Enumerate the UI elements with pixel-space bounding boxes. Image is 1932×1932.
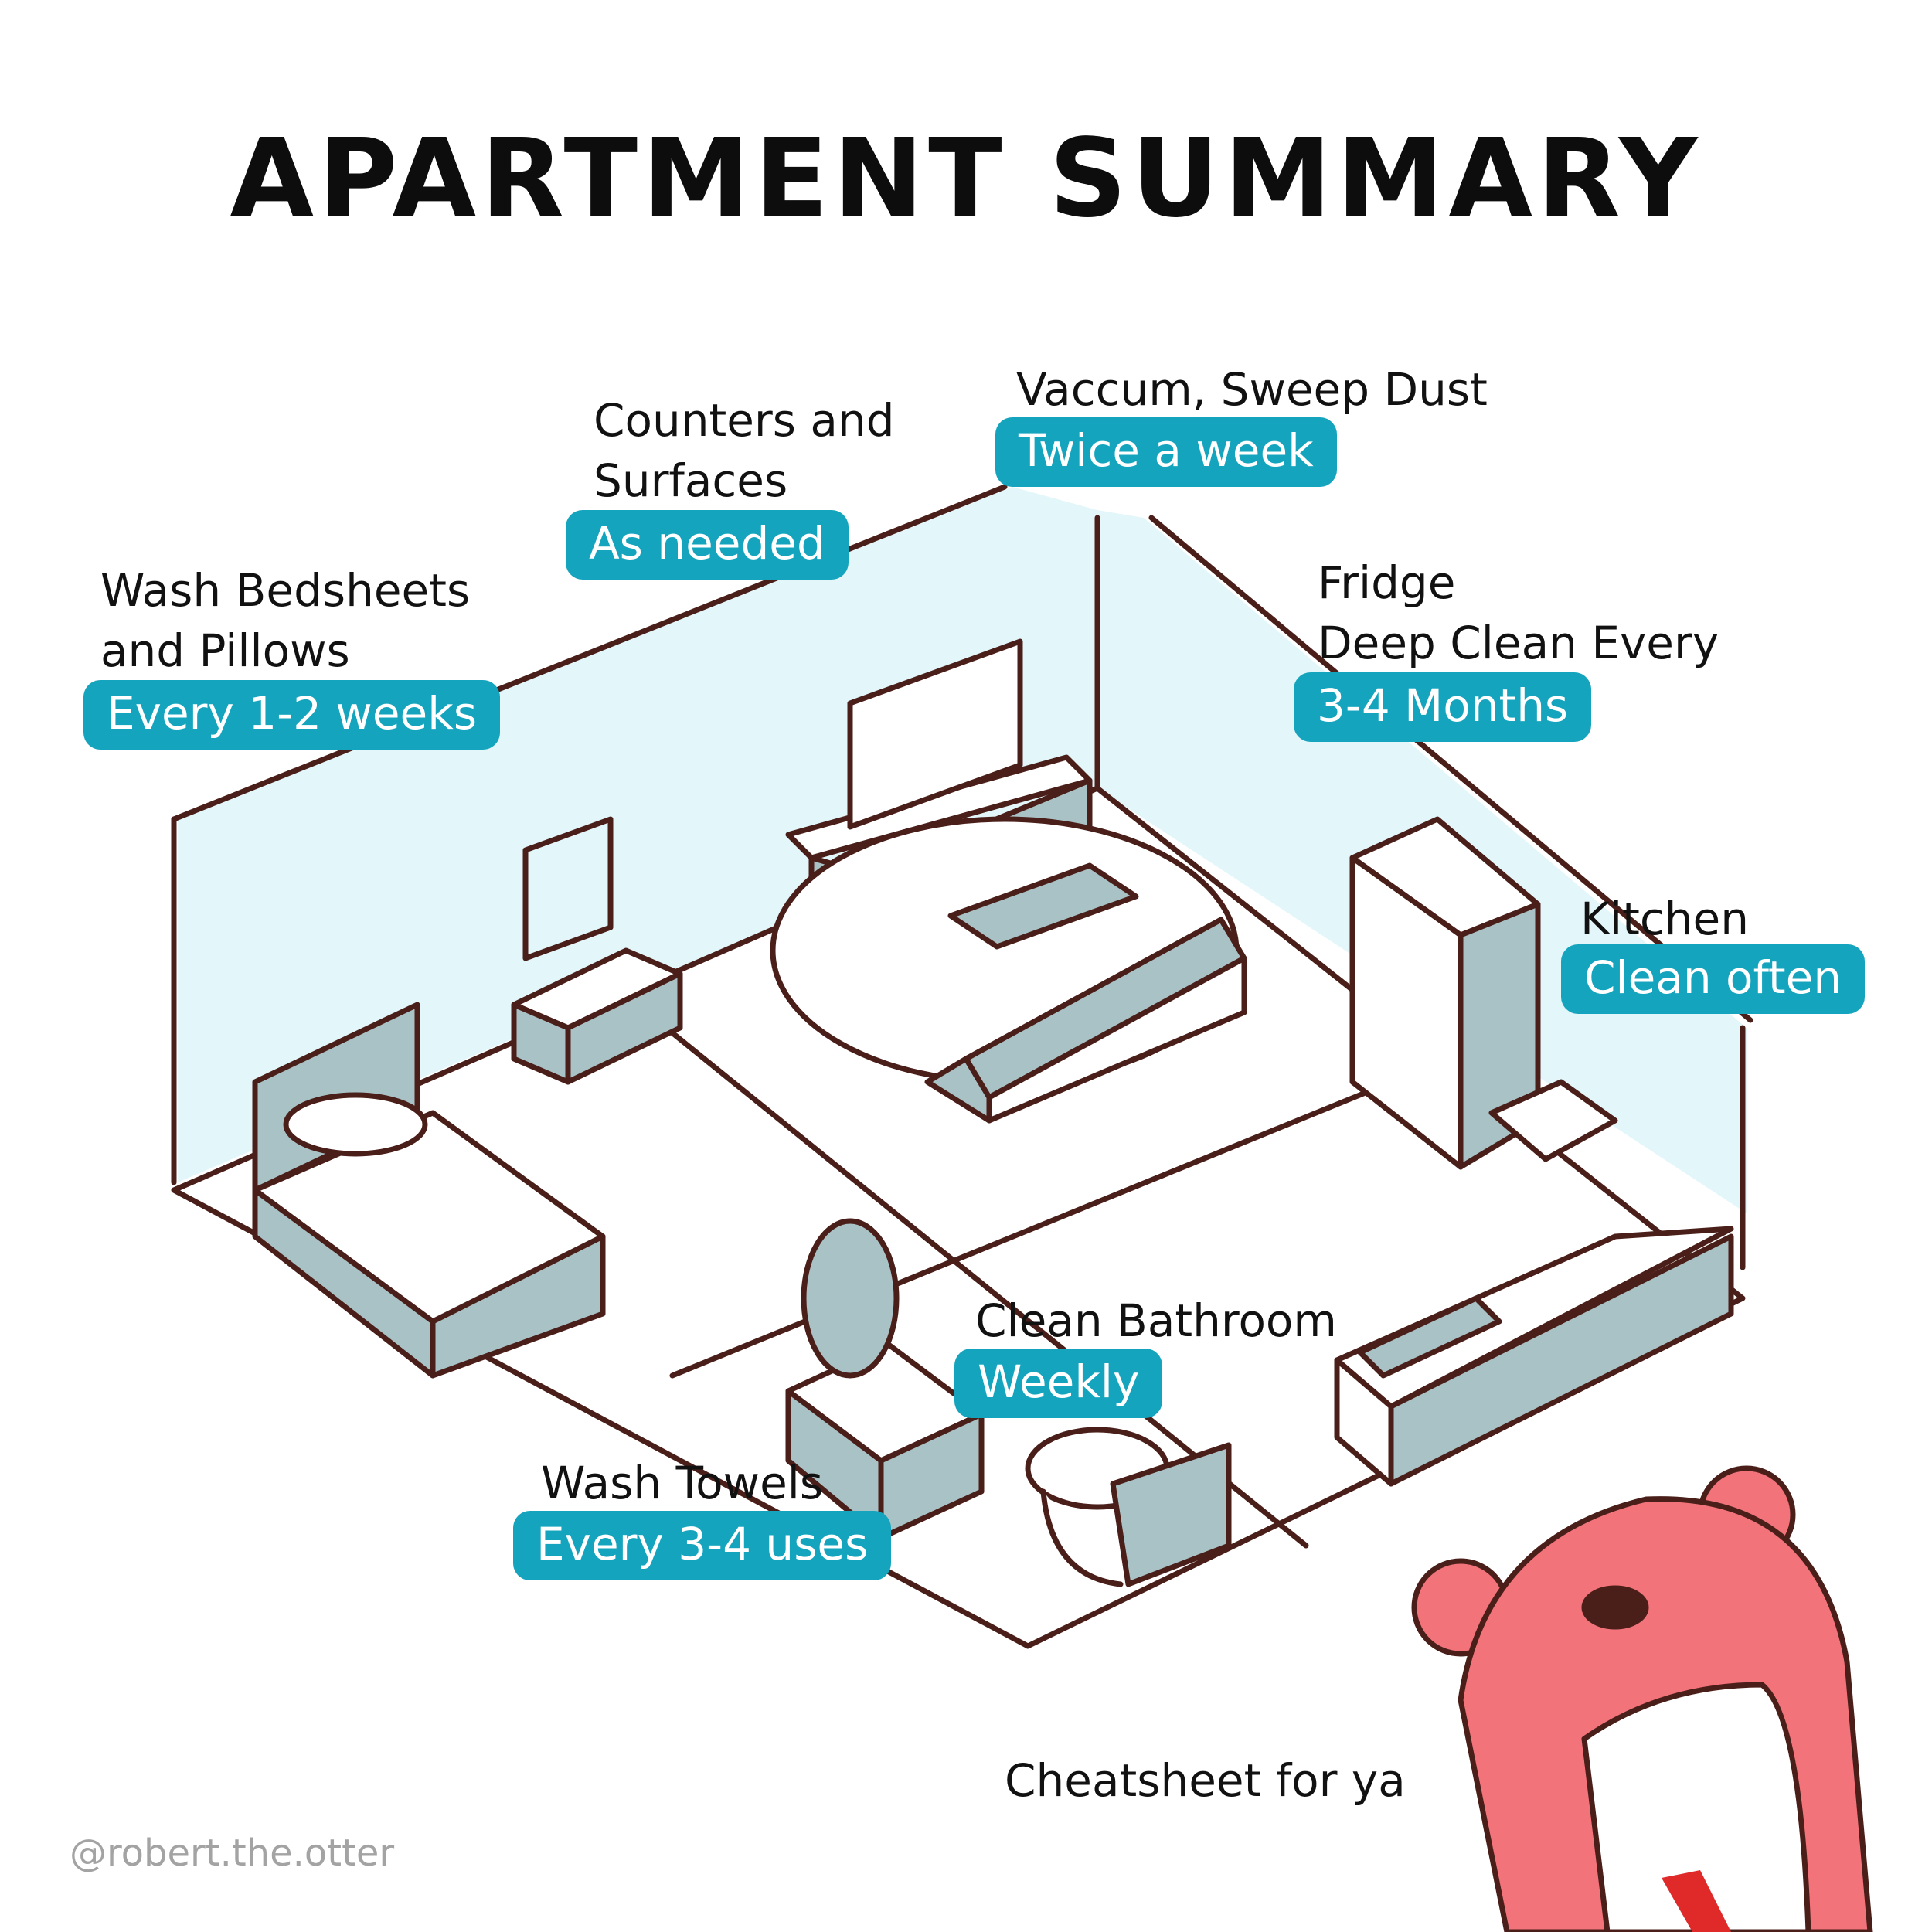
label-line: Wash Towels [541, 1457, 824, 1509]
label-line: Fridge [1318, 556, 1456, 609]
label-fridge: Fridge Deep Clean Every [1318, 553, 1719, 673]
label-line: Vaccum, Sweep Dust [1016, 363, 1488, 416]
frequency-badge-bedsheets: Every 1-2 weeks [83, 680, 501, 750]
kitchen-counter [1334, 1079, 1734, 1487]
bed [252, 1002, 606, 1379]
tv [847, 638, 1023, 830]
frequency-badge-towels: Every 3-4 uses [513, 1511, 892, 1580]
frequency-badge-bathroom: Weekly [954, 1349, 1163, 1418]
page-title: APARTMENT SUMMARY [230, 116, 1702, 242]
frequency-badge-counters: As needed [566, 510, 849, 580]
coffee-table [947, 862, 1139, 950]
label-vacuum: Vaccum, Sweep Dust [1016, 359, 1488, 420]
otter-mascot [1411, 1465, 1873, 1932]
label-line: Kitchen [1580, 893, 1749, 945]
toilet [1025, 1427, 1232, 1587]
label-line: Counters and [594, 394, 895, 447]
wall-picture [522, 816, 614, 961]
frequency-badge-vacuum: Twice a week [995, 417, 1337, 487]
caption: Cheatsheet for ya [1005, 1754, 1406, 1807]
label-towels: Wash Towels [541, 1453, 823, 1513]
label-bathroom: Clean Bathroom [975, 1291, 1337, 1351]
author-credit: @robert.the.otter [70, 1832, 395, 1875]
dresser [511, 947, 683, 1085]
frequency-badge-kitchen: Clean often [1561, 944, 1866, 1014]
bathroom-sink [785, 1218, 985, 1541]
label-line: Deep Clean Every [1318, 617, 1719, 669]
frequency-badge-fridge: 3-4 Months [1294, 672, 1592, 742]
label-line: Clean Bathroom [975, 1294, 1337, 1347]
label-counters: Counters and Surfaces [594, 390, 895, 511]
label-bedsheets: Wash Bedsheets and Pillows [100, 560, 470, 681]
sofa [924, 917, 1247, 1124]
label-line: Surfaces [594, 454, 788, 507]
label-line: and Pillows [100, 624, 350, 677]
label-kitchen: Kitchen [1580, 889, 1749, 949]
label-line: Wash Bedsheets [100, 564, 471, 617]
